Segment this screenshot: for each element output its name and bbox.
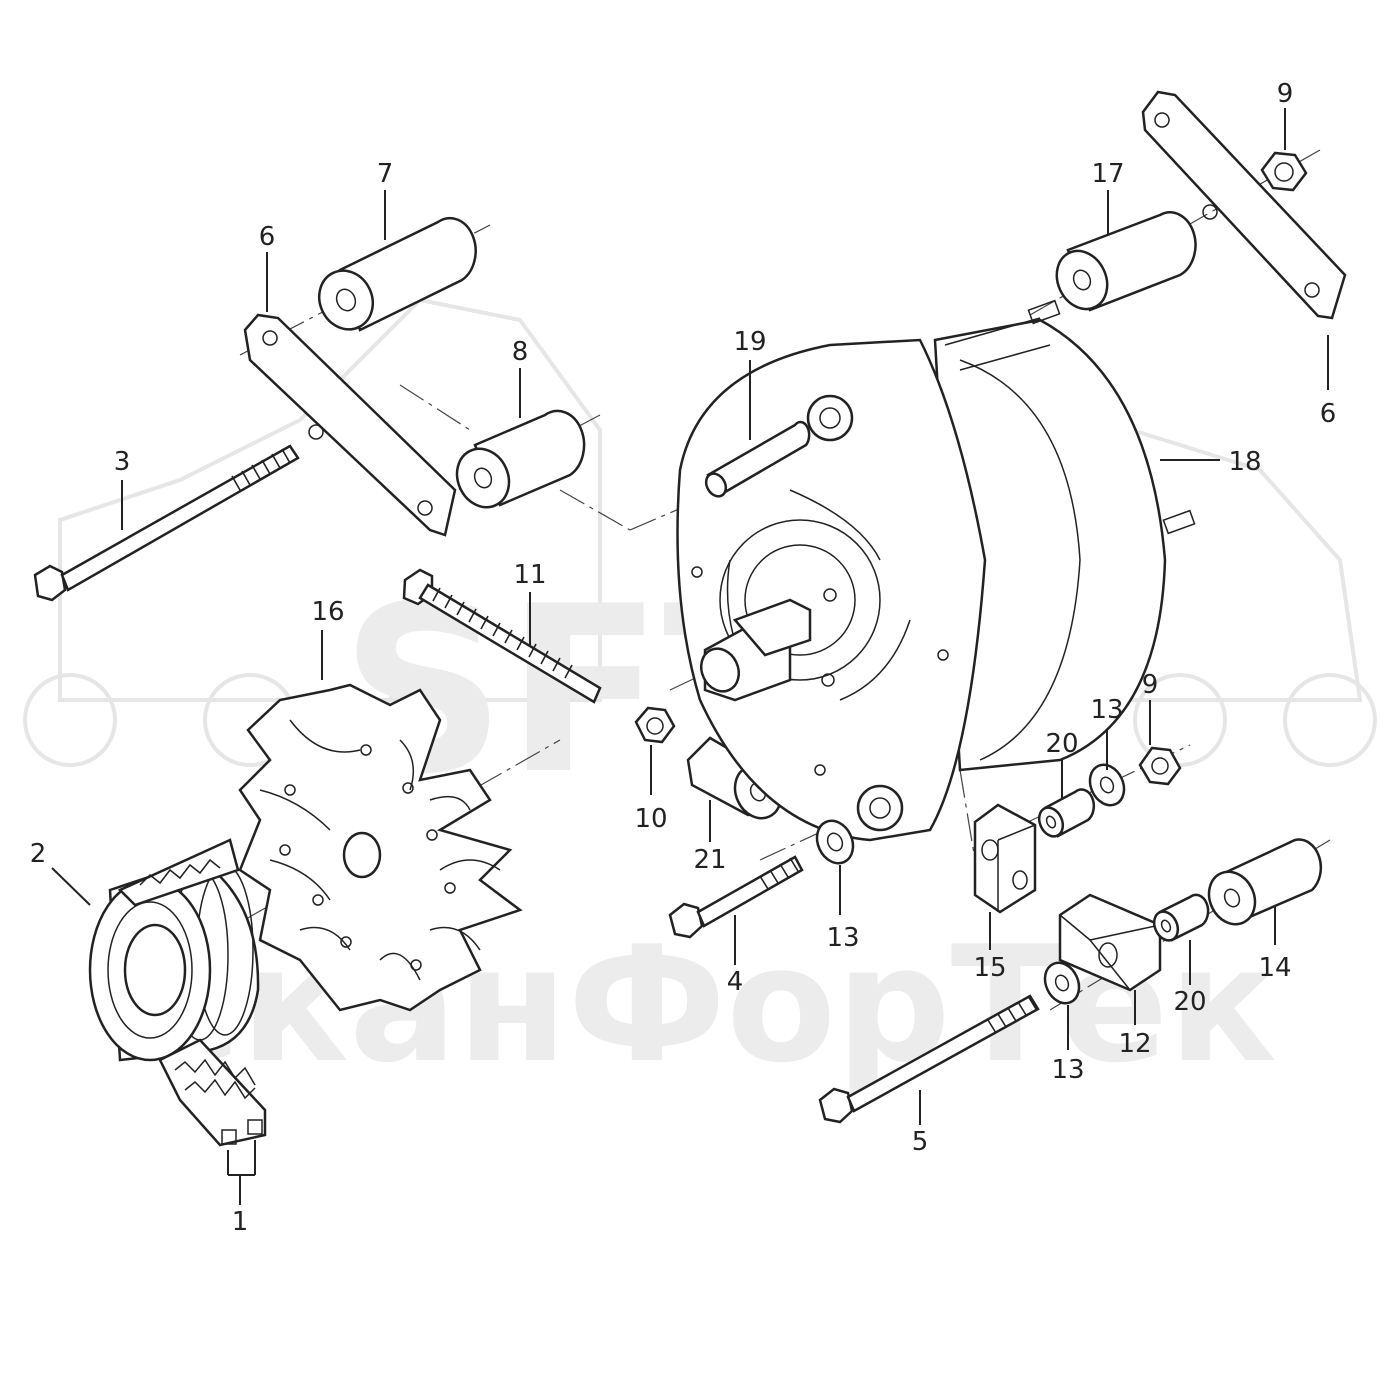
callout-5: 5: [912, 1127, 929, 1157]
washer-right: [1088, 763, 1126, 807]
callout-2: 2: [30, 839, 47, 869]
spacer-upper: [317, 216, 477, 332]
tension-block-lower: [1058, 893, 1162, 992]
pin: [704, 420, 811, 498]
callout-3: 3: [114, 447, 131, 477]
pulley: [88, 838, 260, 1062]
leader-lines: [51, 108, 1329, 1205]
tension-block-upper: [973, 803, 1037, 914]
bolt-adjusting: [402, 568, 602, 704]
washer-lower: [1043, 961, 1081, 1005]
callout-18: 18: [1228, 447, 1261, 477]
callout-9-top: 9: [1277, 79, 1294, 109]
bushing-upper: [1037, 788, 1096, 838]
callout-13-lower: 13: [1051, 1055, 1084, 1085]
callout-labels: 1 2 3 4 5 6 6 7 8 9 9 10 11 12 13 13 13 …: [30, 79, 1337, 1237]
callout-11: 11: [513, 560, 546, 590]
spacer-tension: [1207, 838, 1323, 926]
callout-20-lower: 20: [1173, 987, 1206, 1017]
callout-17: 17: [1091, 159, 1124, 189]
callout-1: 1: [232, 1207, 249, 1237]
callout-6-right: 6: [1320, 399, 1337, 429]
bolt-short: [668, 855, 804, 939]
callout-21: 21: [693, 845, 726, 875]
fan: [238, 683, 523, 1012]
bushing-lower: [1152, 893, 1210, 942]
nut-adjusting: [634, 706, 676, 744]
callout-12: 12: [1118, 1029, 1151, 1059]
spacer-middle: [455, 409, 586, 509]
bolt-long-upper: [33, 444, 300, 602]
callout-4: 4: [727, 967, 744, 997]
callout-10: 10: [634, 804, 667, 834]
bracket-right: [1141, 90, 1347, 320]
spacer-right: [1055, 211, 1197, 312]
v-belt: [158, 1038, 267, 1176]
callout-16: 16: [311, 597, 344, 627]
callout-14: 14: [1258, 953, 1291, 983]
callout-13-middle: 13: [826, 923, 859, 953]
bracket-left: [243, 313, 457, 537]
nut-top: [1260, 151, 1308, 192]
callout-7: 7: [377, 159, 394, 189]
callout-8: 8: [512, 337, 529, 367]
callout-20-upper: 20: [1045, 729, 1078, 759]
bolt-long-lower: [818, 994, 1040, 1124]
callout-13-right: 13: [1090, 695, 1123, 725]
washer-middle: [815, 819, 855, 865]
callout-6-left: 6: [259, 222, 276, 252]
callout-15: 15: [973, 953, 1006, 983]
callout-19: 19: [733, 327, 766, 357]
alternator: [676, 299, 1196, 842]
callout-9-right: 9: [1142, 670, 1159, 700]
nut-right: [1138, 746, 1182, 786]
